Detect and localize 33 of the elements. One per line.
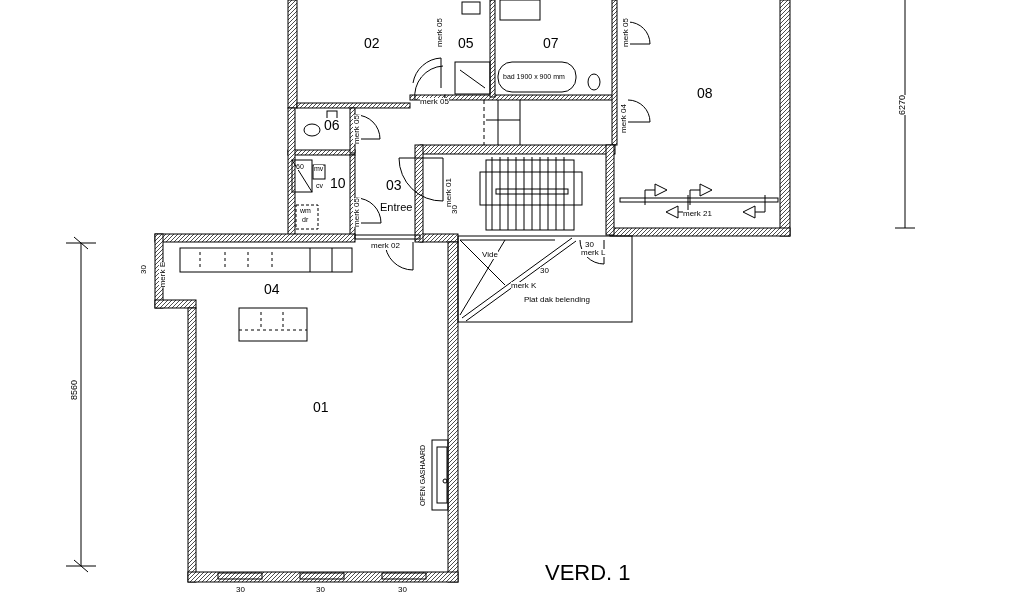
plan-label: merk K — [511, 282, 537, 290]
plan-label: merk L — [581, 249, 606, 257]
plan-label: merk 05 — [436, 18, 444, 47]
room-number: 05 — [458, 36, 474, 50]
dimension-text: 30 — [398, 586, 407, 594]
plan-label: merk 05 — [353, 115, 361, 144]
plan-label: merk 02 — [371, 242, 400, 250]
dimension-text: 30 — [316, 586, 325, 594]
plan-label: merk 05 — [420, 98, 449, 106]
dimension-text: 30 — [540, 267, 549, 275]
plan-label: Plat dak belending — [524, 296, 590, 304]
room-number: 08 — [697, 86, 713, 100]
plan-label: Vide — [482, 251, 498, 259]
plan-label: merk 05 — [622, 18, 630, 47]
dimension-text: 30 — [585, 241, 594, 249]
room-number: 03 — [386, 178, 402, 192]
plan-label: merk E — [159, 262, 167, 288]
room-number: 02 — [364, 36, 380, 50]
room-number: 04 — [264, 282, 280, 296]
dimension-text: 6270 — [898, 95, 907, 116]
room-number: 06 — [324, 118, 340, 132]
room-number: 01 — [313, 400, 329, 414]
plan-label: merk 04 — [620, 104, 628, 133]
dimension-text: 30 — [236, 586, 245, 594]
plan-label: merk 21 — [683, 210, 712, 218]
dimension-text: 30 — [451, 205, 459, 214]
plan-label: Entree — [380, 202, 413, 213]
dimension-text: 8560 — [70, 380, 79, 401]
room-number: 10 — [330, 176, 346, 190]
plan-label: merk 05 — [353, 198, 361, 227]
room-number: 07 — [543, 36, 559, 50]
dimension-text: 30 — [140, 265, 148, 274]
plan-label: merk 01 — [445, 178, 453, 207]
